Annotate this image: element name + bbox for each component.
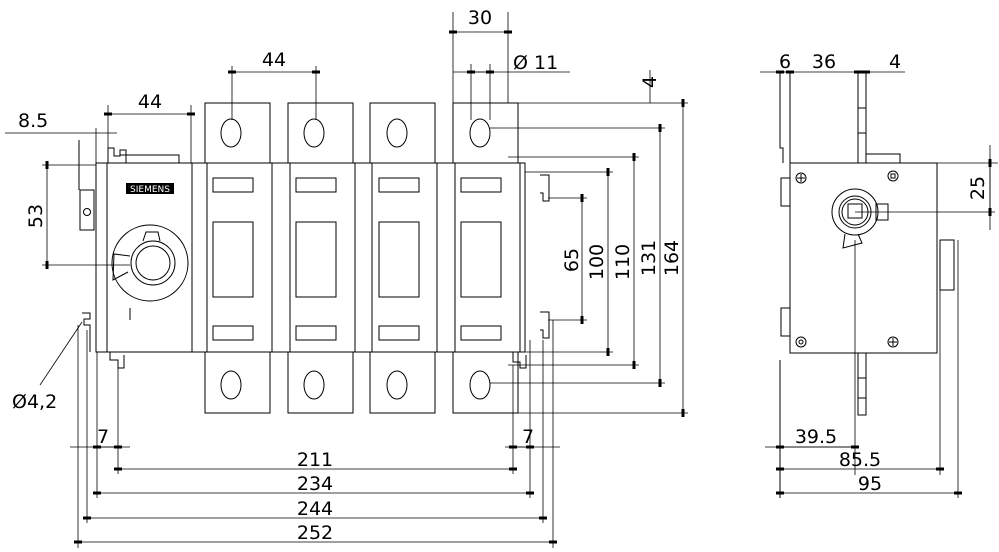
dim-terminal-width: 30 (468, 7, 492, 29)
dim-shaft: 4 (889, 51, 901, 73)
mount-hook-right-top (540, 174, 550, 202)
dim-left-offset: 8.5 (18, 110, 48, 132)
dim-edge-right: 7 (522, 426, 534, 448)
dim-131: 131 (638, 240, 660, 276)
shaft-top (857, 71, 867, 164)
shaft-bottom (857, 352, 867, 416)
dim-110: 110 (612, 244, 634, 280)
pole-windows (212, 177, 502, 341)
dim-pole-pitch: 44 (262, 49, 286, 71)
dim-234: 234 (297, 473, 333, 495)
side-aux-handle (939, 239, 955, 291)
dim-95: 95 (858, 473, 882, 495)
dim-edge-left: 7 (97, 426, 109, 448)
dim-252: 252 (297, 522, 333, 544)
dim-65: 65 (561, 248, 583, 272)
front-plate (779, 72, 791, 498)
dim-244: 244 (297, 498, 333, 520)
dim-39-5: 39.5 (795, 426, 837, 448)
siemens-logo: SIEMENS (126, 183, 174, 195)
front-view: SIEMENS (78, 102, 550, 414)
dim-handle-width: 44 (138, 91, 162, 113)
rotary-handle (111, 224, 189, 320)
dim-terminal-offset: 4 (639, 76, 661, 88)
switch-body (95, 162, 526, 353)
dim-85-5: 85.5 (839, 449, 881, 471)
svg-text:SIEMENS: SIEMENS (130, 185, 170, 195)
dim-mount-hole: Ø4,2 (12, 391, 57, 413)
dim-211: 211 (297, 449, 333, 471)
side-dimensions: 6 36 4 25 39.5 85.5 95 (760, 51, 998, 495)
side-body (789, 162, 938, 354)
bottom-terminals (204, 351, 519, 414)
side-view (779, 71, 995, 498)
dim-164: 164 (661, 240, 683, 276)
front-dimensions: 30 Ø 11 44 44 8.5 53 Ø4,2 65 100 110 (5, 7, 688, 548)
dim-hole-diameter: Ø 11 (513, 52, 558, 74)
dim-depth-to-shaft: 36 (812, 51, 836, 73)
dim-100: 100 (586, 244, 608, 280)
mount-hook-left (82, 312, 91, 352)
dim-plate: 6 (779, 51, 791, 73)
auxiliary-contact (78, 140, 95, 231)
dim-handle-height: 53 (25, 204, 47, 228)
dim-shaft-height: 25 (967, 176, 989, 200)
